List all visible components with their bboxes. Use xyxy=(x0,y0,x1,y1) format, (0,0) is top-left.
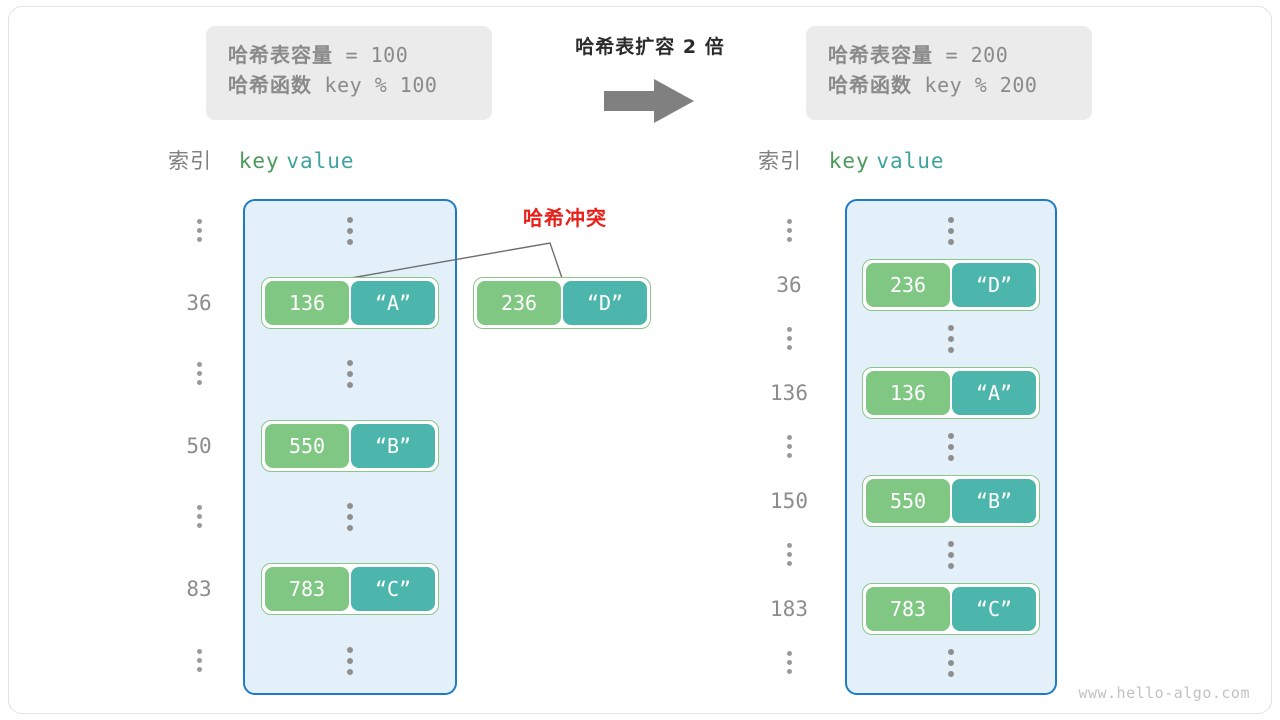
capacity-value-before: = 100 xyxy=(333,43,409,67)
index-label: 50 xyxy=(186,434,212,458)
vertical-ellipsis-icon xyxy=(941,541,961,569)
header-key-left: key xyxy=(238,149,280,173)
vertical-ellipsis-icon xyxy=(340,647,360,675)
key-value-pair: 136“A” xyxy=(862,367,1040,419)
card-frame xyxy=(8,6,1272,714)
pair-key: 236 xyxy=(477,281,561,325)
vertical-ellipsis-icon xyxy=(941,325,961,353)
center-title: 哈希表扩容 2 倍 xyxy=(575,36,725,58)
capacity-value-after: = 200 xyxy=(933,43,1009,67)
key-value-pair: 783“C” xyxy=(862,583,1040,635)
pair-key: 236 xyxy=(866,263,950,307)
header-key-right: key xyxy=(828,149,870,173)
index-ellipsis xyxy=(163,217,235,245)
hashfunc-value-before: key % 100 xyxy=(312,73,438,97)
vertical-ellipsis-icon xyxy=(340,503,360,531)
hashfunc-line-after: 哈希函数 key % 200 xyxy=(828,70,1070,100)
collision-label: 哈希冲突 xyxy=(523,206,607,230)
pair-value: “D” xyxy=(563,281,647,325)
vertical-ellipsis-icon xyxy=(786,435,792,458)
column-header-right: 索引 key value xyxy=(758,145,945,175)
header-value-left: value xyxy=(286,149,355,173)
index-ellipsis xyxy=(163,360,235,388)
capacity-label-before: 哈希表容量 xyxy=(228,43,333,67)
column-header-left: 索引 key value xyxy=(168,145,355,175)
key-value-pair: 236“D” xyxy=(862,259,1040,311)
right-arrow-icon xyxy=(604,79,694,123)
vertical-ellipsis-icon xyxy=(196,362,202,385)
pair-key: 136 xyxy=(866,371,950,415)
vertical-ellipsis-icon xyxy=(786,327,792,350)
index-label: 83 xyxy=(186,577,212,601)
pair-value: “B” xyxy=(351,424,435,468)
vertical-ellipsis-icon xyxy=(196,649,202,672)
header-index-right: 索引 xyxy=(758,149,802,173)
index-ellipsis xyxy=(163,647,235,675)
capacity-line-before: 哈希表容量 = 100 xyxy=(228,40,470,70)
hashfunc-value-after: key % 200 xyxy=(912,73,1038,97)
index-label: 183 xyxy=(770,597,808,621)
vertical-ellipsis-icon xyxy=(340,360,360,388)
pair-value: “B” xyxy=(952,479,1036,523)
index-label: 150 xyxy=(770,489,808,513)
vertical-ellipsis-icon xyxy=(786,543,792,566)
pair-key: 783 xyxy=(265,567,349,611)
capacity-label-after: 哈希表容量 xyxy=(828,43,933,67)
pair-key: 136 xyxy=(265,281,349,325)
index-label: 36 xyxy=(186,291,212,315)
pair-key: 783 xyxy=(866,587,950,631)
index-ellipsis xyxy=(753,217,825,245)
vertical-ellipsis-icon xyxy=(196,219,202,242)
header-value-right: value xyxy=(876,149,945,173)
hashfunc-line-before: 哈希函数 key % 100 xyxy=(228,70,470,100)
info-box-before: 哈希表容量 = 100 哈希函数 key % 100 xyxy=(206,26,492,120)
index-ellipsis xyxy=(753,541,825,569)
vertical-ellipsis-icon xyxy=(786,651,792,674)
watermark: www.hello-algo.com xyxy=(1078,684,1250,702)
hashfunc-label-after: 哈希函数 xyxy=(828,73,912,97)
key-value-pair: 783“C” xyxy=(261,563,439,615)
vertical-ellipsis-icon xyxy=(196,505,202,528)
key-value-pair: 550“B” xyxy=(261,420,439,472)
vertical-ellipsis-icon xyxy=(786,219,792,242)
info-box-after: 哈希表容量 = 200 哈希函数 key % 200 xyxy=(806,26,1092,120)
pair-value: “D” xyxy=(952,263,1036,307)
key-value-pair: 550“B” xyxy=(862,475,1040,527)
index-ellipsis xyxy=(753,433,825,461)
key-value-pair: 236“D” xyxy=(473,277,651,329)
vertical-ellipsis-icon xyxy=(941,217,961,245)
pair-value: “A” xyxy=(351,281,435,325)
hashfunc-label-before: 哈希函数 xyxy=(228,73,312,97)
key-value-pair: 136“A” xyxy=(261,277,439,329)
index-ellipsis xyxy=(753,325,825,353)
vertical-ellipsis-icon xyxy=(340,217,360,245)
index-ellipsis xyxy=(163,503,235,531)
pair-value: “A” xyxy=(952,371,1036,415)
pair-key: 550 xyxy=(265,424,349,468)
index-ellipsis xyxy=(753,649,825,677)
vertical-ellipsis-icon xyxy=(941,433,961,461)
pair-key: 550 xyxy=(866,479,950,523)
index-label: 136 xyxy=(770,381,808,405)
vertical-ellipsis-icon xyxy=(941,649,961,677)
pair-value: “C” xyxy=(351,567,435,611)
header-index-left: 索引 xyxy=(168,149,212,173)
capacity-line-after: 哈希表容量 = 200 xyxy=(828,40,1070,70)
arrow-container xyxy=(520,74,780,128)
pair-value: “C” xyxy=(952,587,1036,631)
index-label: 36 xyxy=(776,273,802,297)
